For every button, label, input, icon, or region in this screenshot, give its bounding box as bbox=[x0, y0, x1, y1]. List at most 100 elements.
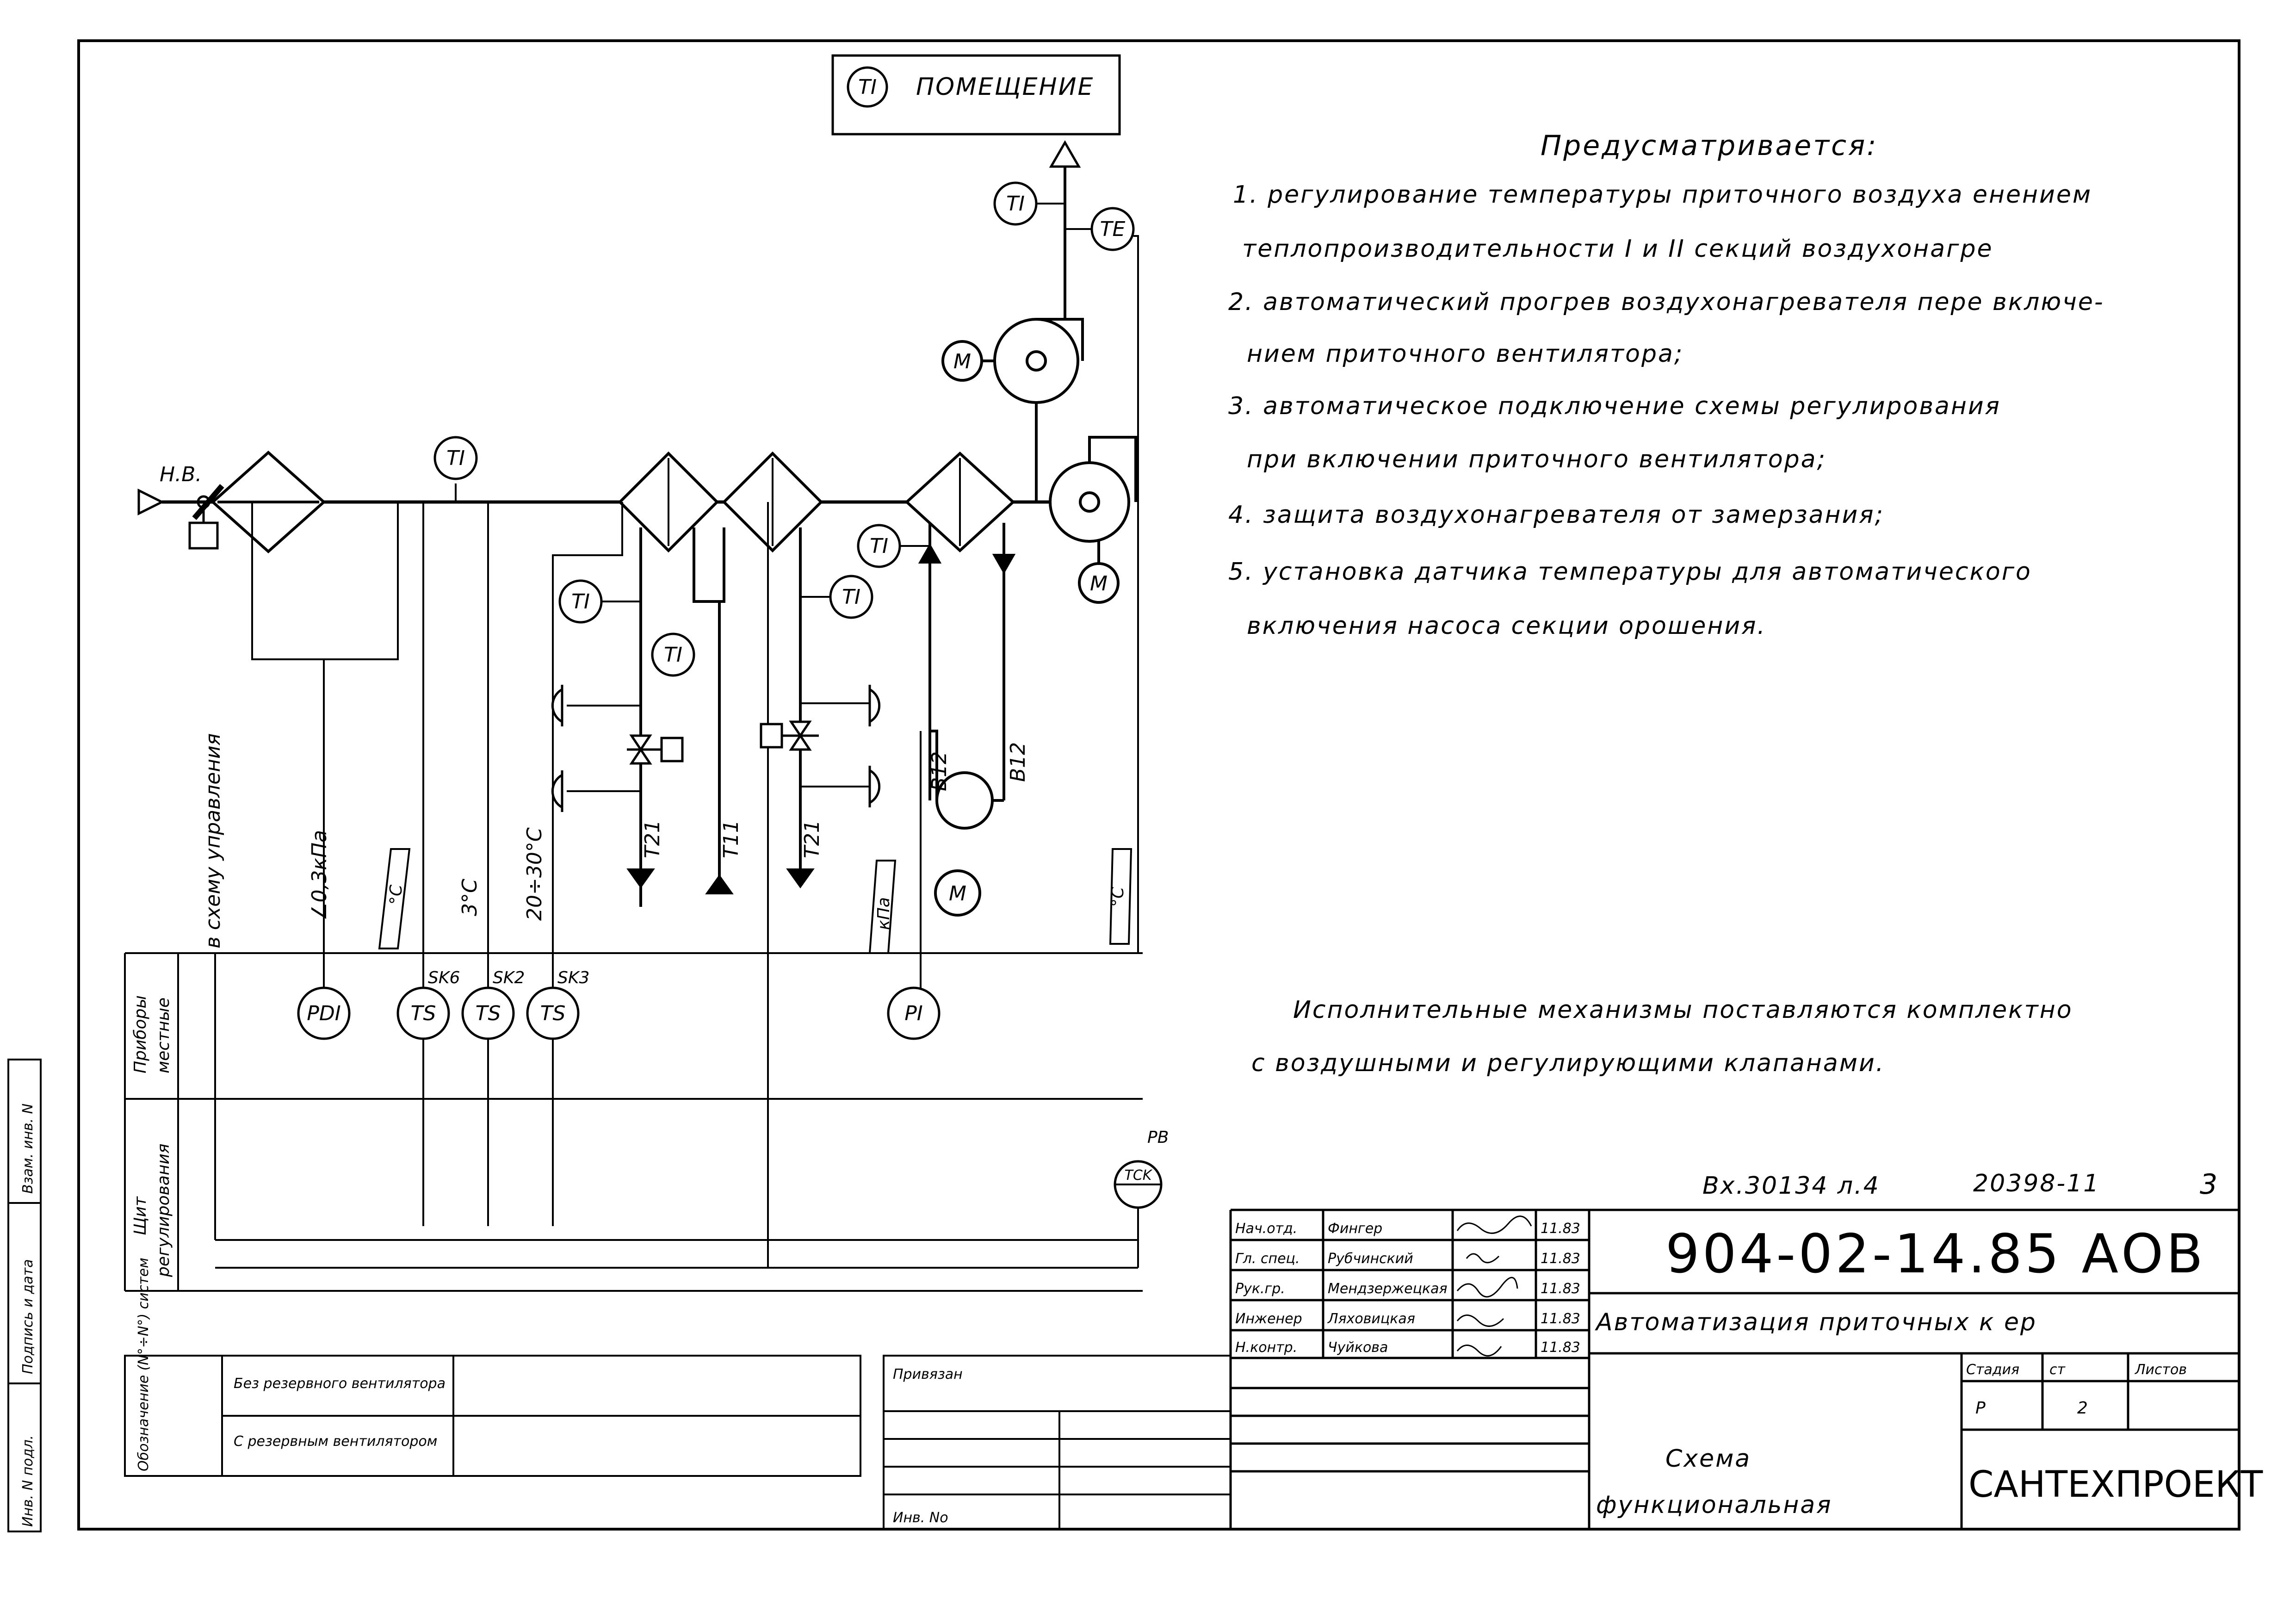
heater-section-2 bbox=[722, 451, 823, 553]
heater-1-sensors: TI bbox=[551, 579, 641, 812]
air-filter bbox=[210, 450, 399, 660]
name-2: Рубчинский bbox=[1328, 1251, 1413, 1267]
heater-1-pipes bbox=[626, 527, 734, 907]
system-table bbox=[124, 1355, 861, 1477]
pipe-label-t11: T11 bbox=[719, 820, 743, 858]
switch-label-sk6: SK6 bbox=[428, 968, 460, 987]
note-line-1: 1. регулирование температуры приточного … bbox=[1233, 181, 2092, 209]
spray-ti-tag: TI bbox=[870, 534, 888, 558]
pipe-label-t21-a: T21 bbox=[641, 820, 664, 858]
sheet-value: 2 bbox=[2077, 1399, 2088, 1418]
room-sensor-tag: TI bbox=[858, 75, 877, 99]
margin-replace-label: Взам. инв. N bbox=[20, 1103, 36, 1194]
margin-inv-label: Инв. N подл. bbox=[20, 1435, 36, 1527]
date-1: 11.83 bbox=[1541, 1221, 1580, 1237]
spray-pump-motor: M bbox=[934, 869, 981, 917]
control-scheme-label: в схему управления bbox=[201, 733, 225, 948]
supply-te: TE bbox=[1065, 207, 1139, 953]
name-5: Чуйкова bbox=[1328, 1339, 1388, 1356]
heater-section-1 bbox=[618, 451, 719, 553]
note-line-5: 3. автоматическое подключение схемы регу… bbox=[1228, 392, 2001, 420]
spray-section bbox=[904, 451, 1015, 553]
heater-1-ti-tag: TI bbox=[571, 590, 590, 614]
switch-label-sk2: SK2 bbox=[493, 968, 525, 987]
supply-fan-1 bbox=[990, 318, 1084, 502]
system-table-row-2: С резервным вентилятором bbox=[234, 1433, 437, 1450]
role-3: Рук.гр. bbox=[1235, 1281, 1285, 1297]
ts-instrument-3: TS SK3 bbox=[526, 968, 589, 1040]
note-line-4: нием приточного вентилятора; bbox=[1247, 340, 1683, 368]
pdi-tag: PDI bbox=[307, 1002, 340, 1025]
duct-ti-tag: TI bbox=[446, 446, 465, 470]
ts-instrument-2: TS SK2 bbox=[461, 968, 525, 1040]
date-2: 11.83 bbox=[1541, 1251, 1580, 1267]
impulse-lines bbox=[323, 502, 769, 1226]
middle-ti-tag: TI bbox=[664, 643, 682, 667]
notes-heading: Предусматривается: bbox=[1541, 130, 1878, 162]
date-3: 11.83 bbox=[1541, 1281, 1580, 1297]
row-local-2: местные bbox=[154, 998, 173, 1073]
handwritten-ref: Вх.30134 л.4 bbox=[1702, 1172, 1880, 1200]
supply-ti: TI bbox=[993, 181, 1065, 226]
row-panel-1: Щит bbox=[131, 1196, 150, 1235]
role-4: Инженер bbox=[1235, 1311, 1302, 1327]
margin-sign-label: Подпись и дата bbox=[20, 1259, 36, 1375]
drawing-code: 904-02-14.85 АОВ bbox=[1665, 1223, 2206, 1285]
switch-label-pb: PB bbox=[1147, 1128, 1169, 1147]
spray-ti: TI bbox=[857, 524, 930, 568]
room-box: TI ПОМЕЩЕНИЕ bbox=[831, 54, 1121, 168]
room-label: ПОМЕЩЕНИЕ bbox=[916, 73, 1094, 101]
tck-instrument: TCK PB bbox=[1114, 1128, 1169, 1209]
heater-2-valve bbox=[760, 720, 819, 751]
spray-labels: B12 B12 bbox=[928, 742, 1030, 791]
intake-damper bbox=[137, 484, 224, 550]
motor-tag-fan-1: M bbox=[953, 350, 971, 373]
doc-number: 20398-11 bbox=[1973, 1170, 2100, 1197]
fan-motor-1: M bbox=[941, 340, 995, 382]
note-line-7: 4. защита воздухонагревателя от замерзан… bbox=[1228, 501, 1884, 529]
switch-label-sk3: SK3 bbox=[557, 968, 589, 987]
heater-2-ti-tag: TI bbox=[842, 585, 860, 609]
sheet-frame bbox=[77, 39, 2240, 1531]
date-4: 11.83 bbox=[1541, 1311, 1580, 1327]
role-5: Н.контр. bbox=[1235, 1339, 1297, 1356]
middle-ti: TI bbox=[651, 632, 695, 677]
organization: САНТЕХПРОЕКТ bbox=[1968, 1464, 2263, 1506]
motor-tag-fan-2: M bbox=[1090, 572, 1108, 595]
stage-label: Стадия bbox=[1966, 1362, 2019, 1378]
drawing-name-1: Схема bbox=[1665, 1445, 1751, 1473]
note-line-6: при включении приточного вентилятора; bbox=[1247, 446, 1826, 473]
system-table-header: Обозначение (N°÷N°) систем bbox=[136, 1258, 152, 1471]
date-5: 11.83 bbox=[1541, 1339, 1580, 1356]
ts-tag-2: TS bbox=[476, 1002, 501, 1025]
instrument-rows bbox=[124, 952, 1143, 1292]
row-panel-2: регулирования bbox=[154, 1144, 173, 1277]
fan-motor-2: M bbox=[1078, 541, 1120, 604]
ts1-setpoint: °С bbox=[387, 884, 406, 905]
pdi-instrument: PDI bbox=[297, 986, 351, 1040]
title-block-frame bbox=[1229, 1209, 2239, 1529]
role-1: Нач.отд. bbox=[1235, 1221, 1297, 1237]
pi-tag: PI bbox=[904, 1002, 923, 1025]
name-1: Фингер bbox=[1328, 1221, 1382, 1237]
spray-pump-loop bbox=[918, 523, 1016, 830]
executive-note-2: с воздушными и регулирующими клапанами. bbox=[1251, 1049, 1885, 1077]
drawing-name-2: функциональная bbox=[1596, 1491, 1832, 1519]
heater-1-labels: T21 T11 bbox=[641, 820, 743, 858]
heater-1-valve bbox=[627, 734, 684, 765]
name-4: Ляховицкая bbox=[1327, 1311, 1415, 1327]
stage-value: Р bbox=[1975, 1399, 1986, 1418]
tck-tag: TCK bbox=[1125, 1167, 1153, 1184]
setpoint-labels: в схему управления ∠0,3кПа °С 3°С 20÷30°… bbox=[201, 733, 1133, 954]
row-local-1: Приборы bbox=[131, 995, 150, 1073]
row-labels: Приборы местные Щит регулирования bbox=[131, 995, 173, 1277]
signature-scribbles bbox=[1456, 1215, 1532, 1357]
motor-tag-pump: M bbox=[949, 882, 966, 905]
ts3-setpoint: 20÷30°С bbox=[523, 827, 546, 921]
supply-te-tag: TE bbox=[1100, 217, 1126, 241]
note-line-8: 5. установка датчика температуры для авт… bbox=[1228, 558, 2032, 586]
ts-tag-1: TS bbox=[411, 1002, 436, 1025]
supply-ti-tag: TI bbox=[1006, 192, 1025, 216]
motor-symbol-pump bbox=[934, 869, 981, 917]
